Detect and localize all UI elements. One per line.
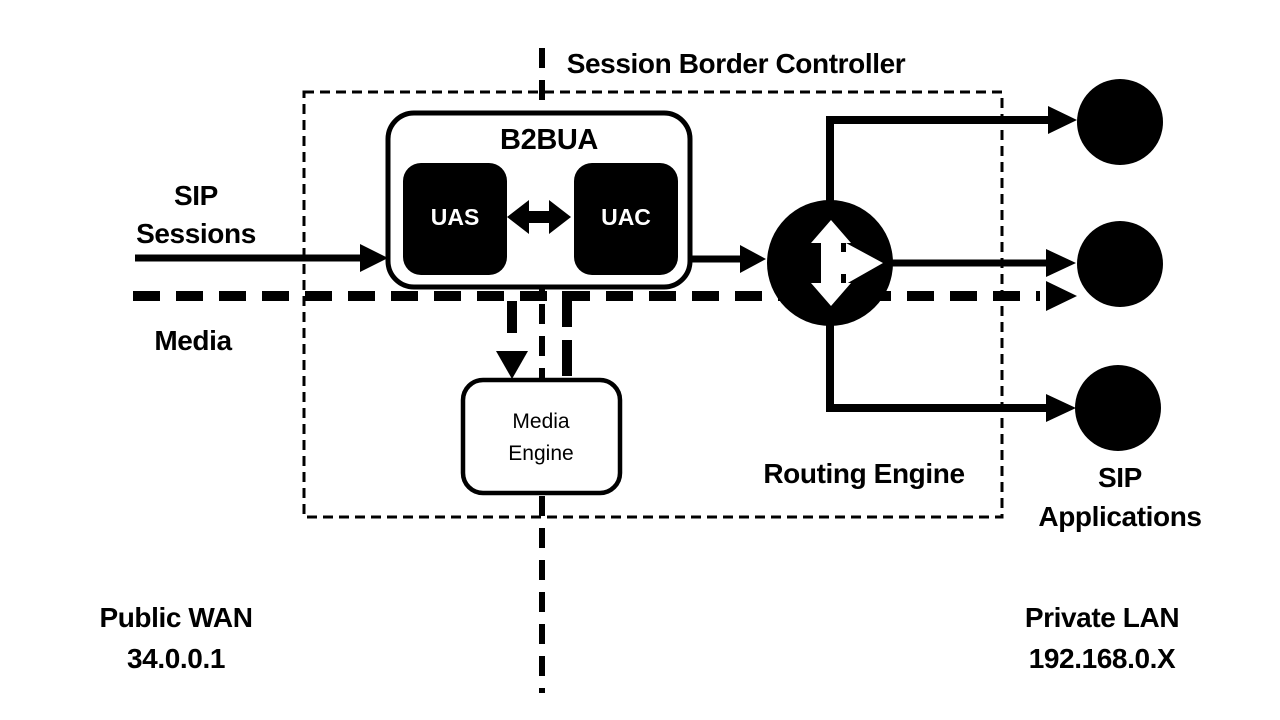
uas-node: UAS	[403, 163, 507, 275]
sip-app-node-2	[1077, 221, 1163, 307]
svg-text:Applications: Applications	[1038, 501, 1201, 532]
sip-sessions-arrowhead	[360, 244, 388, 272]
media-engine-label-line1: Media	[512, 410, 570, 433]
public-wan-label: Public WAN 34.0.0.1	[99, 602, 253, 674]
routing-to-app3-connector	[826, 318, 1076, 422]
svg-text:34.0.0.1: 34.0.0.1	[127, 643, 225, 674]
sip-applications-label: SIP Applications	[1038, 462, 1202, 532]
media-label: Media	[154, 325, 232, 356]
uac-node: UAC	[574, 163, 678, 275]
sbc-boundary-box	[302, 90, 1004, 519]
routing-engine-label: Routing Engine	[763, 458, 964, 489]
media-flow-line	[133, 281, 1077, 311]
sip-sessions-arrow	[135, 244, 388, 272]
right-arrow-icon	[836, 243, 883, 284]
b2bua-box: B2BUA UAS UAC	[385, 110, 693, 290]
routing-to-app1-connector	[826, 106, 1077, 208]
b2bua-label: B2BUA	[500, 124, 598, 156]
private-lan-label: Private LAN 192.168.0.X	[1025, 602, 1180, 674]
svg-text:Sessions: Sessions	[136, 218, 256, 249]
media-flow-arrowhead	[1046, 281, 1077, 311]
svg-text:Public WAN: Public WAN	[99, 602, 252, 633]
sip-sessions-label: SIP Sessions	[136, 180, 256, 249]
uas-label: UAS	[431, 204, 480, 230]
uac-label: UAC	[601, 204, 651, 230]
sip-app-node-3	[1075, 365, 1161, 451]
sip-app-node-1	[1077, 79, 1163, 165]
media-engine-box: Media Engine	[460, 377, 623, 496]
routing-engine-icon	[767, 200, 893, 326]
vertical-double-arrow-icon	[811, 220, 851, 306]
b2bua-to-media-engine-arrow	[496, 301, 528, 379]
diagram-title: Session Border Controller	[567, 48, 906, 79]
media-engine-label-line2: Engine	[508, 442, 573, 465]
svg-text:Private LAN: Private LAN	[1025, 602, 1179, 633]
routing-to-app2-arrow	[890, 249, 1076, 277]
svg-text:SIP: SIP	[1098, 462, 1142, 493]
uas-uac-double-arrow-icon	[507, 200, 571, 234]
svg-text:192.168.0.X: 192.168.0.X	[1029, 643, 1176, 674]
svg-text:SIP: SIP	[174, 180, 218, 211]
b2bua-to-routing-arrow	[692, 245, 766, 273]
